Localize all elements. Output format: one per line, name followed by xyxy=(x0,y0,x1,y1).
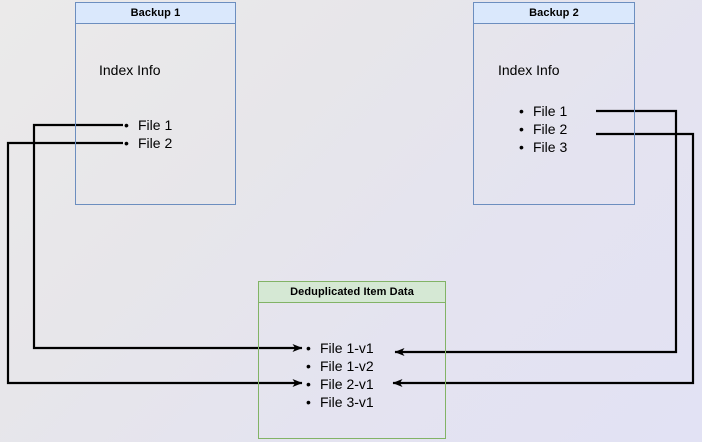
node-backup-1-body: Index Info File 1 File 2 xyxy=(76,24,235,204)
node-backup-1[interactable]: Backup 1 Index Info File 1 File 2 xyxy=(75,2,236,205)
node-backup-2[interactable]: Backup 2 Index Info File 1 File 2 File 3 xyxy=(473,2,635,205)
connector-backup1-file1 xyxy=(32,123,303,352)
list-item: File 3-v1 xyxy=(306,393,374,411)
list-item: File 3 xyxy=(519,138,567,156)
list-item: File 2 xyxy=(124,134,172,152)
list-item: File 2-v1 xyxy=(306,375,374,393)
connector-backup2-file1 xyxy=(394,109,678,356)
node-backup-1-heading: Index Info xyxy=(99,62,161,78)
connector-backup2-file2 xyxy=(392,132,695,387)
node-backup-2-heading: Index Info xyxy=(498,62,560,78)
node-deduplicated-item-data-body: File 1-v1 File 1-v2 File 2-v1 File 3-v1 xyxy=(259,303,445,438)
node-backup-2-title: Backup 2 xyxy=(474,3,634,24)
node-backup-2-body: Index Info File 1 File 2 File 3 xyxy=(474,24,634,204)
node-deduplicated-item-data-file-list: File 1-v1 File 1-v2 File 2-v1 File 3-v1 xyxy=(306,339,374,411)
list-item: File 2 xyxy=(519,120,567,138)
list-item: File 1-v1 xyxy=(306,339,374,357)
node-backup-2-file-list: File 1 File 2 File 3 xyxy=(519,102,567,156)
node-backup-1-file-list: File 1 File 2 xyxy=(124,116,172,152)
list-item: File 1 xyxy=(124,116,172,134)
list-item: File 1-v2 xyxy=(306,357,374,375)
node-deduplicated-item-data[interactable]: Deduplicated Item Data File 1-v1 File 1-… xyxy=(258,281,446,439)
connector-backup1-file2 xyxy=(6,141,303,387)
node-deduplicated-item-data-title: Deduplicated Item Data xyxy=(259,282,445,303)
list-item: File 1 xyxy=(519,102,567,120)
node-backup-1-title: Backup 1 xyxy=(76,3,235,24)
